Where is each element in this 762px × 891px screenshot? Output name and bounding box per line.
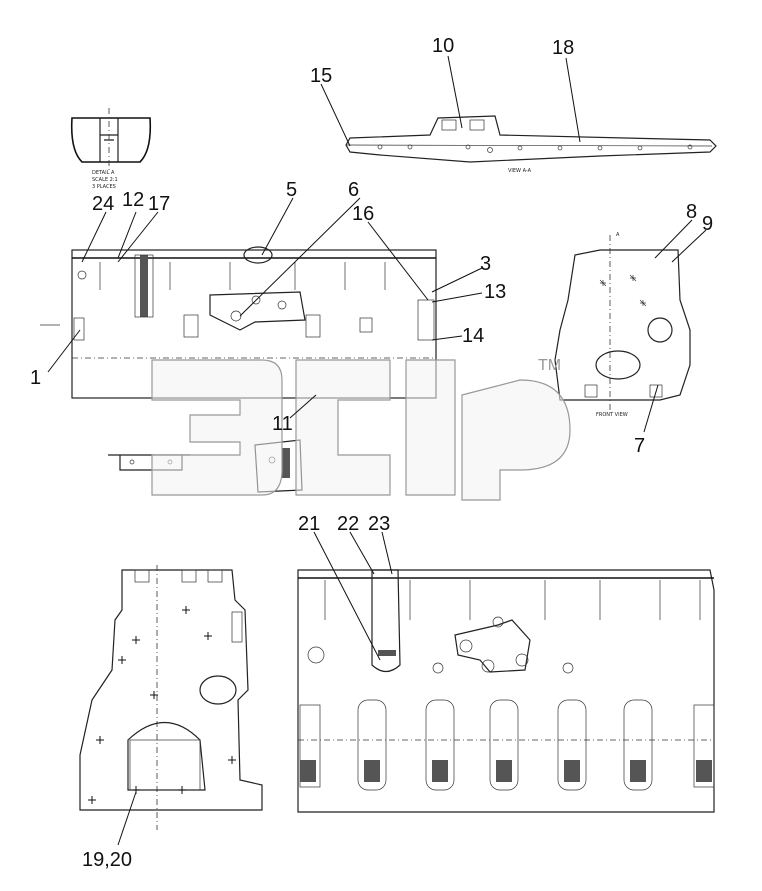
- callout-11: 11: [272, 413, 293, 435]
- detail-a-label: DETAIL A: [92, 170, 115, 176]
- front-view-block: FRONT VIEW A: [554, 232, 691, 418]
- section-letter-a: A: [616, 232, 620, 238]
- detail-places-label: 3 PLACES: [92, 184, 116, 190]
- view-a-a-label: VIEW A-A: [508, 168, 532, 174]
- callout-15: 15: [310, 65, 332, 87]
- callout-17: 17: [148, 193, 170, 215]
- callout-13: 13: [484, 281, 506, 303]
- callout-7: 7: [634, 435, 645, 457]
- watermark-logo: TM: [151, 357, 571, 501]
- rear-view-block: [79, 565, 263, 830]
- callout-6: 6: [348, 179, 359, 201]
- callout-labels: 15 10 18 5 6 16 24 12 17 3 13 14 1 11 8 …: [30, 35, 713, 871]
- watermark-tm: TM: [538, 357, 561, 374]
- callout-14: 14: [462, 325, 484, 347]
- large-side-view-block: [297, 569, 715, 813]
- view-a-a: VIEW A-A: [345, 115, 717, 174]
- detail-a-view: DETAIL A SCALE 2:1 3 PLACES: [70, 108, 152, 190]
- callout-18: 18: [552, 37, 574, 59]
- callout-16: 16: [352, 203, 374, 225]
- leader-lines: [47, 55, 707, 846]
- callout-3: 3: [480, 253, 491, 275]
- cylinder-pockets: [299, 699, 715, 791]
- callout-21: 21: [298, 513, 320, 535]
- front-view-label: FRONT VIEW: [596, 412, 628, 418]
- callout-24: 24: [92, 193, 114, 215]
- callout-1: 1: [30, 367, 41, 389]
- callout-5: 5: [286, 179, 297, 201]
- callout-10: 10: [432, 35, 454, 57]
- callout-22: 22: [337, 513, 359, 535]
- callout-12: 12: [122, 189, 144, 211]
- callout-9: 9: [702, 213, 713, 235]
- callout-19-20: 19,20: [82, 849, 132, 871]
- callout-8: 8: [686, 201, 697, 223]
- callout-23: 23: [368, 513, 390, 535]
- detail-scale-label: SCALE 2:1: [92, 177, 118, 183]
